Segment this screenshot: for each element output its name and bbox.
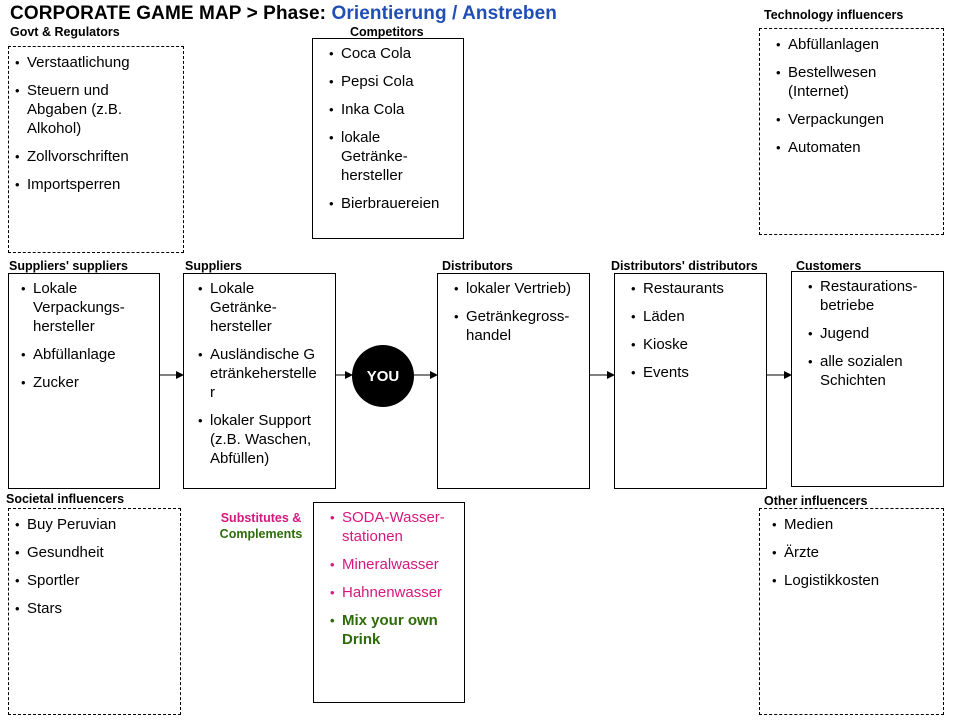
page-title: CORPORATE GAME MAP > Phase: Orientierung…	[10, 3, 557, 25]
distributors-distributors-label: Distributors' distributors	[611, 259, 758, 273]
substitutes-list: •SODA-Wasser-stationen •Mineralwasser •H…	[324, 508, 464, 649]
technology-label: Technology influencers	[764, 8, 904, 22]
distributors-distributors-box: •Restaurants •Läden •Kioske •Events	[614, 273, 767, 489]
title-phase: Orientierung / Anstreben	[331, 3, 557, 24]
you-node: YOU	[352, 345, 414, 407]
societal-list: •Buy Peruvian •Gesundheit •Sportler •Sta…	[9, 515, 180, 618]
list-item: •Getränkegross-handel	[454, 308, 570, 344]
customers-label: Customers	[796, 259, 862, 273]
list-item: •Zucker	[21, 374, 79, 391]
other-list: •Medien •Ärzte •Logistikkosten	[766, 515, 943, 590]
other-label: Other influencers	[764, 494, 868, 508]
list-item: •Automaten	[776, 139, 861, 156]
suppliers-suppliers-box: •Lokale Verpackungs-hersteller •Abfüllan…	[8, 273, 160, 489]
list-item: •Importsperren	[15, 176, 121, 193]
competitors-box: •Coca Cola •Pepsi Cola •Inka Cola •lokal…	[312, 38, 464, 239]
list-item: •Restaurations-betriebe	[808, 278, 918, 314]
substitutes-label: Substitutes &	[220, 511, 302, 525]
govt-list: •Verstaatlichung •Steuern und Abgaben (z…	[9, 53, 183, 194]
suppliers-suppliers-list: •Lokale Verpackungs-hersteller •Abfüllan…	[15, 279, 159, 392]
list-item: •Steuern und Abgaben (z.B. Alkohol)	[15, 82, 123, 137]
list-item: •Lokale Getränke-hersteller	[198, 280, 277, 335]
list-item: •Lokale Verpackungs-hersteller	[21, 280, 125, 335]
distributors-label: Distributors	[442, 259, 513, 273]
list-item: •Coca Cola	[329, 45, 412, 62]
list-item: •Mix your own Drink	[330, 612, 438, 648]
list-item: •Abfüllanlagen	[776, 36, 879, 53]
distributors-box: •lokaler Vertrieb) •Getränkegross-handel	[437, 273, 590, 489]
list-item: •lokale Getränke-hersteller	[329, 129, 408, 184]
other-box: •Medien •Ärzte •Logistikkosten	[759, 508, 944, 715]
customers-list: •Restaurations-betriebe •Jugend •alle so…	[802, 277, 943, 390]
list-item: •lokaler Vertrieb)	[454, 280, 572, 297]
substitutes-box: •SODA-Wasser-stationen •Mineralwasser •H…	[313, 502, 465, 703]
competitors-list: •Coca Cola •Pepsi Cola •Inka Cola •lokal…	[323, 44, 463, 213]
list-item: •Ausländische Getränkehersteller	[198, 346, 317, 401]
govt-label: Govt & Regulators	[10, 25, 120, 39]
list-item: •Hahnenwasser	[330, 584, 443, 601]
list-item: •Abfüllanlage	[21, 346, 116, 363]
competitors-label: Competitors	[350, 25, 424, 39]
list-item: •Ärzte	[772, 544, 820, 561]
societal-box: •Buy Peruvian •Gesundheit •Sportler •Sta…	[8, 508, 181, 715]
technology-box: •Abfüllanlagen •Bestellwesen (Internet) …	[759, 28, 944, 235]
list-item: •Gesundheit	[15, 544, 104, 561]
societal-label: Societal influencers	[6, 492, 125, 506]
list-item: •Logistikkosten	[772, 572, 880, 589]
substitutes-complements-label: Substitutes & Complements	[211, 510, 311, 542]
list-item: •alle sozialen Schichten	[808, 353, 903, 389]
list-item: •Inka Cola	[329, 101, 405, 118]
list-item: •lokaler Support (z.B. Waschen, Abfüllen…	[198, 412, 312, 467]
list-item: •Pepsi Cola	[329, 73, 414, 90]
technology-list: •Abfüllanlagen •Bestellwesen (Internet) …	[770, 35, 943, 157]
suppliers-suppliers-label: Suppliers' suppliers	[9, 259, 128, 273]
list-item: •Buy Peruvian	[15, 516, 117, 533]
list-item: •Sportler	[15, 572, 80, 589]
list-item: •Kioske	[631, 336, 689, 353]
list-item: •Events	[631, 364, 689, 381]
distributors-list: •lokaler Vertrieb) •Getränkegross-handel	[448, 279, 589, 345]
list-item: •Läden	[631, 308, 685, 325]
list-item: •Zollvorschriften	[15, 148, 129, 165]
list-item: •Restaurants	[631, 280, 724, 297]
complements-label: Complements	[219, 527, 303, 541]
list-item: •Verpackungen	[776, 111, 884, 128]
suppliers-list: •Lokale Getränke-hersteller •Ausländisch…	[192, 279, 335, 468]
list-item: •Mineralwasser	[330, 556, 439, 573]
list-item: •Verstaatlichung	[15, 54, 130, 71]
list-item: •Medien	[772, 516, 834, 533]
list-item: •Stars	[15, 600, 63, 617]
list-item: •Bestellwesen (Internet)	[776, 64, 877, 100]
govt-box: •Verstaatlichung •Steuern und Abgaben (z…	[8, 46, 184, 253]
list-item: •Bierbrauereien	[329, 195, 440, 212]
list-item: •SODA-Wasser-stationen	[330, 509, 445, 545]
suppliers-label: Suppliers	[185, 259, 242, 273]
list-item: •Jugend	[808, 325, 870, 342]
distributors-distributors-list: •Restaurants •Läden •Kioske •Events	[625, 279, 766, 382]
suppliers-box: •Lokale Getränke-hersteller •Ausländisch…	[183, 273, 336, 489]
customers-box: •Restaurations-betriebe •Jugend •alle so…	[791, 271, 944, 487]
title-prefix: CORPORATE GAME MAP > Phase:	[10, 3, 332, 24]
